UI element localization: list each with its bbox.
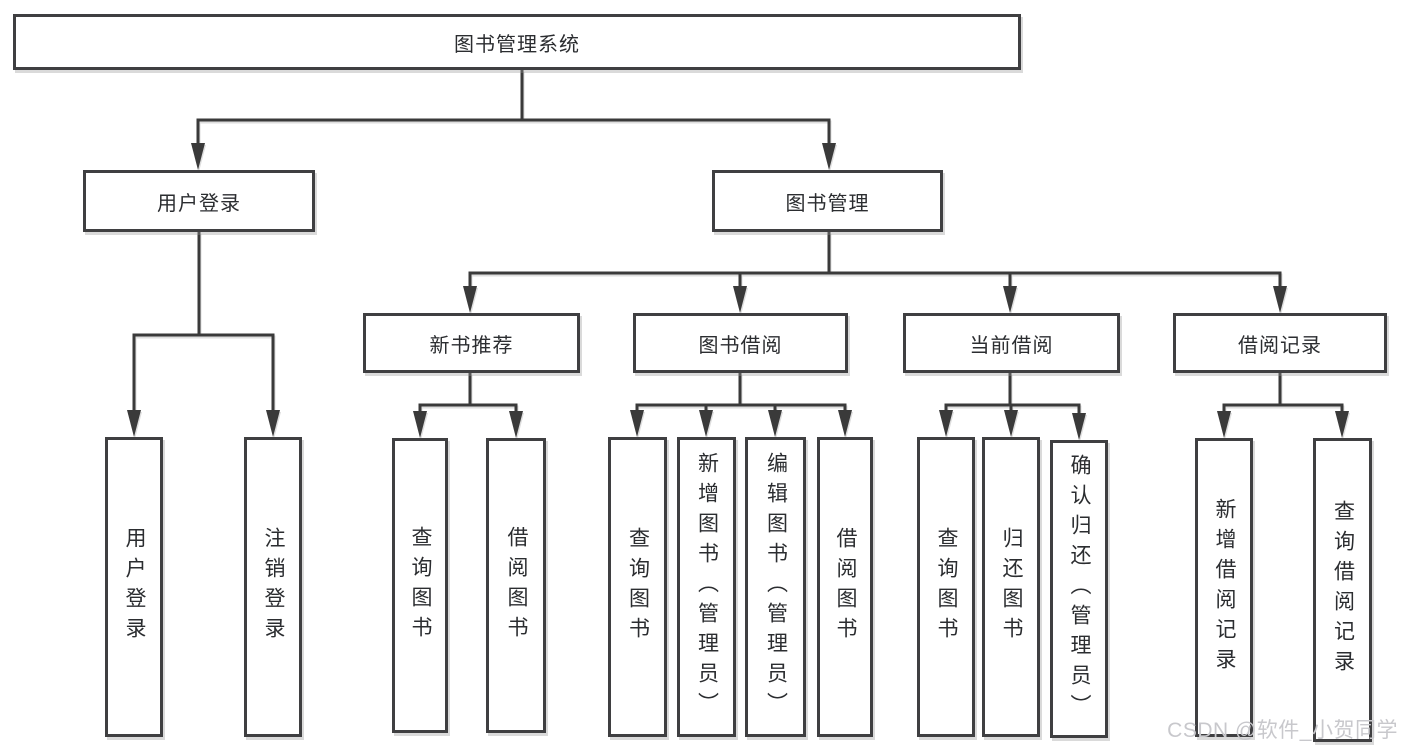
- node-label: 用户登录: [123, 527, 146, 647]
- leaf-add-book-admin: 新增图书（管理员）: [677, 437, 736, 737]
- node-label: 图书管理系统: [454, 33, 580, 56]
- node-current-borrow: 当前借阅: [903, 313, 1120, 373]
- leaf-query-books-current: 查询图书: [917, 437, 975, 737]
- node-label: 用户登录: [157, 192, 241, 215]
- node-label: 查询图书: [626, 527, 650, 647]
- node-label: 新增图书（管理员）: [695, 452, 719, 722]
- node-book-management: 图书管理: [712, 170, 943, 232]
- node-label: 借阅图书: [505, 525, 528, 646]
- node-label: 图书借阅: [698, 334, 783, 357]
- node-root-library-management-system: 图书管理系统: [13, 14, 1021, 70]
- node-label: 查询图书: [409, 525, 432, 646]
- node-label: 借阅记录: [1238, 334, 1322, 357]
- node-borrow-records: 借阅记录: [1173, 313, 1387, 373]
- node-label: 归还图书: [1000, 527, 1023, 647]
- node-label: 注销登录: [262, 527, 285, 647]
- node-book-borrow: 图书借阅: [633, 313, 848, 373]
- leaf-query-borrow-record: 查询借阅记录: [1313, 438, 1372, 742]
- node-label: 确认归还（管理员）: [1068, 454, 1091, 724]
- leaf-user-login: 用户登录: [105, 437, 163, 737]
- leaf-confirm-return-admin: 确认归还（管理员）: [1050, 440, 1108, 738]
- node-label: 新书推荐: [429, 334, 514, 357]
- leaf-borrow-books-recommend: 借阅图书: [486, 438, 546, 733]
- leaf-return-books: 归还图书: [982, 437, 1040, 737]
- node-label: 新增借阅记录: [1213, 497, 1236, 678]
- node-label: 查询图书: [935, 527, 958, 647]
- node-new-book-recommend: 新书推荐: [363, 313, 580, 373]
- node-user-login: 用户登录: [83, 170, 315, 232]
- node-label: 借阅图书: [834, 527, 857, 647]
- leaf-logout: 注销登录: [244, 437, 302, 737]
- node-label: 编辑图书（管理员）: [764, 452, 788, 722]
- leaf-query-books-recommend: 查询图书: [392, 438, 448, 733]
- node-label: 当前借阅: [969, 334, 1054, 357]
- arrowhead-icons: [127, 143, 1349, 440]
- leaf-edit-book-admin: 编辑图书（管理员）: [745, 437, 806, 737]
- leaf-borrow-books: 借阅图书: [817, 437, 873, 737]
- leaf-add-borrow-record: 新增借阅记录: [1195, 438, 1253, 737]
- node-label: 查询借阅记录: [1331, 500, 1355, 680]
- leaf-query-books-borrow: 查询图书: [608, 437, 667, 737]
- node-label: 图书管理: [785, 192, 870, 215]
